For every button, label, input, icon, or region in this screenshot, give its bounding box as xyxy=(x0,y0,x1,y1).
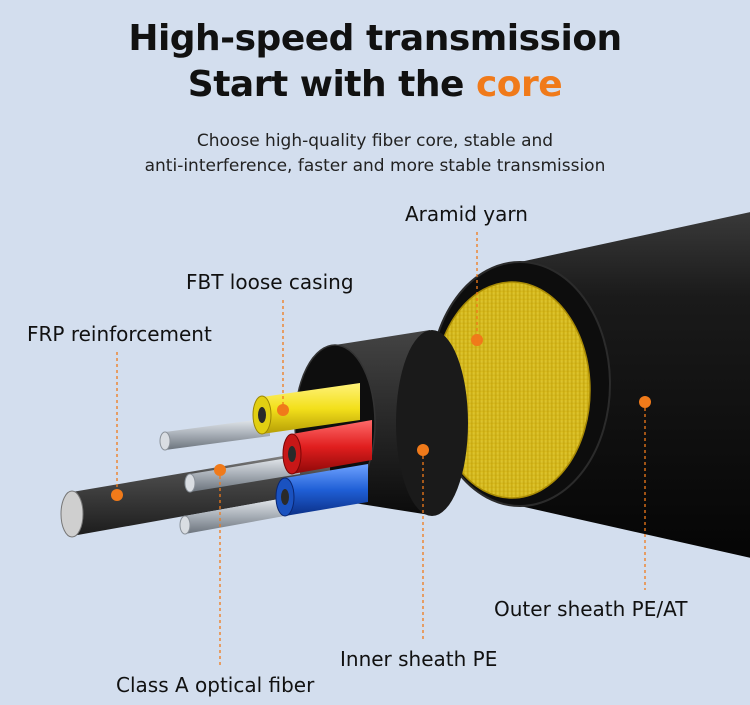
label-frp-reinforcement: FRP reinforcement xyxy=(27,322,212,346)
marker-dot-fbt xyxy=(277,404,289,416)
marker-dot-fiber xyxy=(214,464,226,476)
marker-dots xyxy=(111,334,651,501)
label-inner-sheath: Inner sheath PE xyxy=(340,647,498,671)
optical-fibers xyxy=(159,418,300,535)
label-fbt-loose-casing: FBT loose casing xyxy=(186,270,354,294)
label-aramid-yarn: Aramid yarn xyxy=(405,202,528,226)
marker-dot-inner xyxy=(417,444,429,456)
marker-dot-frp xyxy=(111,489,123,501)
marker-dot-outer xyxy=(639,396,651,408)
title-accent-word: core xyxy=(475,64,563,105)
label-optical-fiber: Class A optical fiber xyxy=(116,673,315,697)
title-line-2-prefix: Start with the xyxy=(187,64,476,105)
loose-tube-blue xyxy=(275,464,368,517)
subtitle-line-2: anti-interference, faster and more stabl… xyxy=(144,156,606,176)
marker-dot-aramid xyxy=(471,334,483,346)
title-line-2: Start with the core xyxy=(0,64,750,105)
loose-tube-red xyxy=(282,420,372,475)
subtitle-line-1: Choose high-quality fiber core, stable a… xyxy=(196,131,554,151)
title-line-1: High-speed transmission xyxy=(128,18,622,59)
leader-lines xyxy=(116,232,646,665)
label-outer-sheath: Outer sheath PE/AT xyxy=(494,597,688,621)
loose-tube-yellow xyxy=(252,383,360,435)
